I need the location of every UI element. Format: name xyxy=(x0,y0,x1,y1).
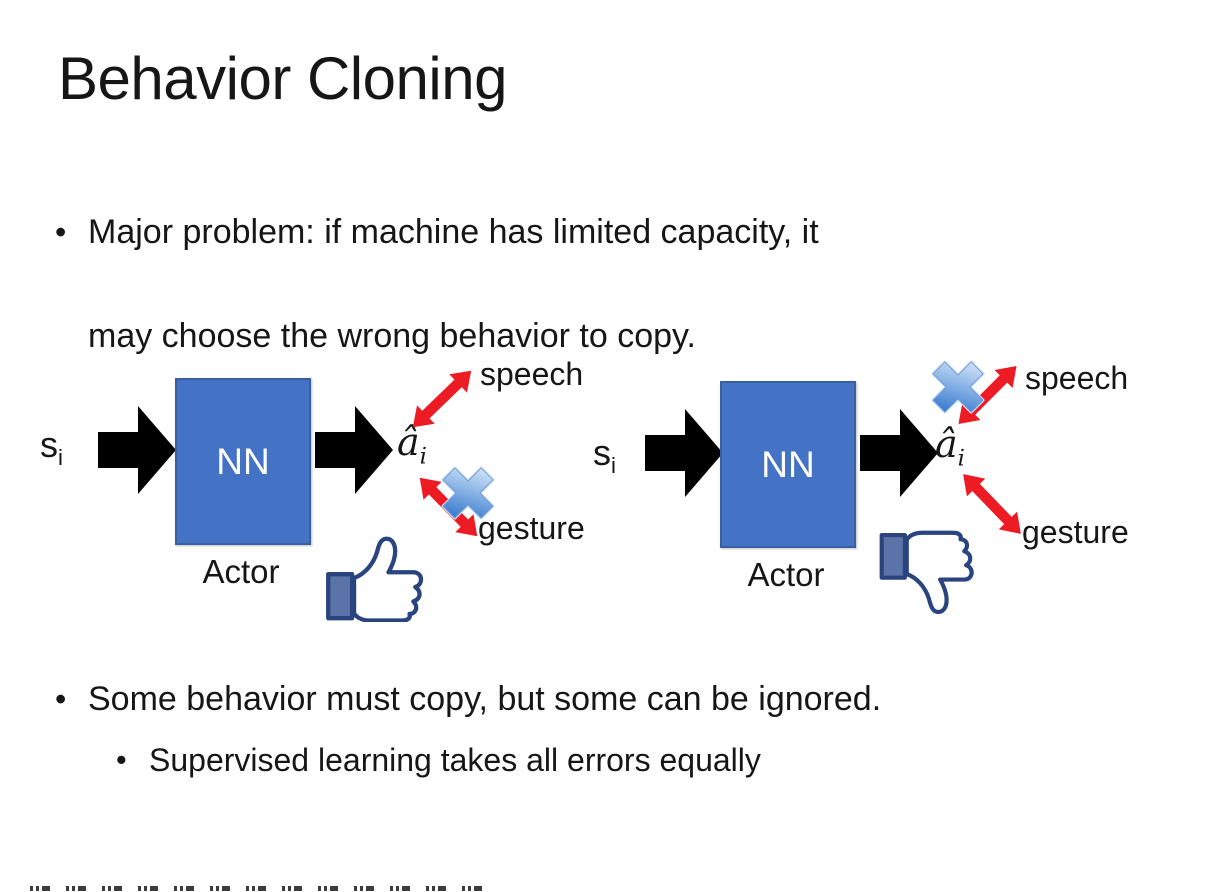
bullet-major-problem: • Major problem: if machine has limited … xyxy=(55,206,1135,362)
action-label: âi xyxy=(397,420,427,470)
nn-box-label: NN xyxy=(761,443,815,485)
actor-caption: Actor xyxy=(747,556,825,593)
branch-gesture-label: gesture xyxy=(478,510,585,546)
action-label: âi xyxy=(935,422,965,472)
bullet-supervised-learning: • Supervised learning takes all errors e… xyxy=(116,738,1116,782)
thumbs-down-icon xyxy=(879,530,974,615)
double-arrow-gesture-icon xyxy=(963,474,1021,534)
diagram-actor-right: si NN âi speech xyxy=(585,350,1185,650)
thumbs-up-icon xyxy=(326,536,424,622)
cross-mark-icon xyxy=(931,360,985,414)
state-label: si xyxy=(593,432,616,479)
branch-speech-label: speech xyxy=(480,356,584,392)
diagram-actor-left: si NN âi speech gesture xyxy=(30,350,630,650)
bullet-line-2: may choose the wrong behavior to copy. xyxy=(88,317,696,355)
bullet-some-behavior-text: Some behavior must copy, but some can be… xyxy=(88,680,882,718)
double-arrow-speech-icon xyxy=(412,370,472,428)
bullet-some-behavior: • Some behavior must copy, but some can … xyxy=(55,676,1175,722)
bullet-supervised-learning-text: Supervised learning takes all errors equ… xyxy=(149,742,761,778)
bullet-major-problem-text: Major problem: if machine has limited ca… xyxy=(88,206,819,362)
black-arrow-icon xyxy=(645,409,723,497)
cross-mark-icon xyxy=(441,466,495,520)
cut-off-text-row xyxy=(30,886,492,891)
nn-box: NN xyxy=(720,381,856,548)
branch-gesture-label: gesture xyxy=(1022,514,1129,550)
bullet-marker: • xyxy=(55,681,67,717)
black-arrow-icon xyxy=(98,406,176,494)
nn-box-label: NN xyxy=(216,440,270,482)
state-label: si xyxy=(40,424,63,471)
bullet-marker: • xyxy=(55,214,67,250)
bullet-marker: • xyxy=(116,743,127,777)
nn-box: NN xyxy=(175,378,311,545)
branch-speech-label: speech xyxy=(1025,360,1129,396)
black-arrow-icon xyxy=(315,406,393,494)
black-arrow-icon xyxy=(860,409,938,497)
actor-caption: Actor xyxy=(202,553,280,590)
page-title: Behavior Cloning xyxy=(58,45,507,112)
bullet-line-1: Major problem: if machine has limited ca… xyxy=(88,213,819,251)
